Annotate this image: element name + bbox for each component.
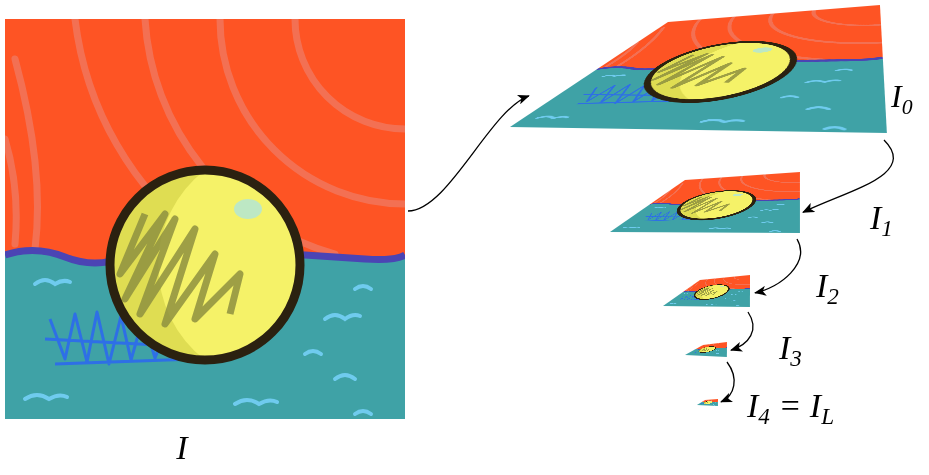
pyramid-level-image [510, 5, 887, 133]
painting-part [697, 399, 718, 406]
source-painting [5, 19, 405, 419]
pyramid-level: I0 [510, 5, 887, 133]
image-label: I2 [816, 266, 839, 305]
painting-part [510, 5, 887, 133]
image-label: I4 = IL [747, 386, 834, 425]
image-label: I [176, 428, 187, 467]
painting-copy [663, 275, 750, 307]
curved-arrow [731, 312, 753, 350]
painting-part [685, 342, 727, 357]
pyramid-level-image [697, 399, 718, 406]
image-label: I0 [891, 78, 913, 115]
pyramid-level: I3 [685, 342, 727, 357]
pyramid-level-image [685, 342, 727, 357]
painting-copy [510, 5, 887, 133]
image-label: I3 [779, 328, 802, 367]
painting-part [610, 172, 800, 233]
curved-arrow [755, 239, 800, 293]
painting-part [5, 19, 405, 419]
painting-copy [685, 342, 727, 357]
source-image: I [5, 19, 405, 419]
pyramid-level-image [610, 172, 800, 233]
pyramid-level-image [663, 275, 750, 307]
curved-arrow [721, 362, 734, 402]
pyramid-level: I4 = IL [697, 399, 718, 406]
painting-copy [610, 172, 800, 233]
curved-arrow [408, 96, 529, 211]
painting-part [663, 275, 750, 307]
image-label: I1 [870, 198, 893, 237]
pyramid-level: I2 [663, 275, 750, 307]
pyramid-level: I1 [610, 172, 800, 233]
painting-copy [697, 399, 718, 406]
